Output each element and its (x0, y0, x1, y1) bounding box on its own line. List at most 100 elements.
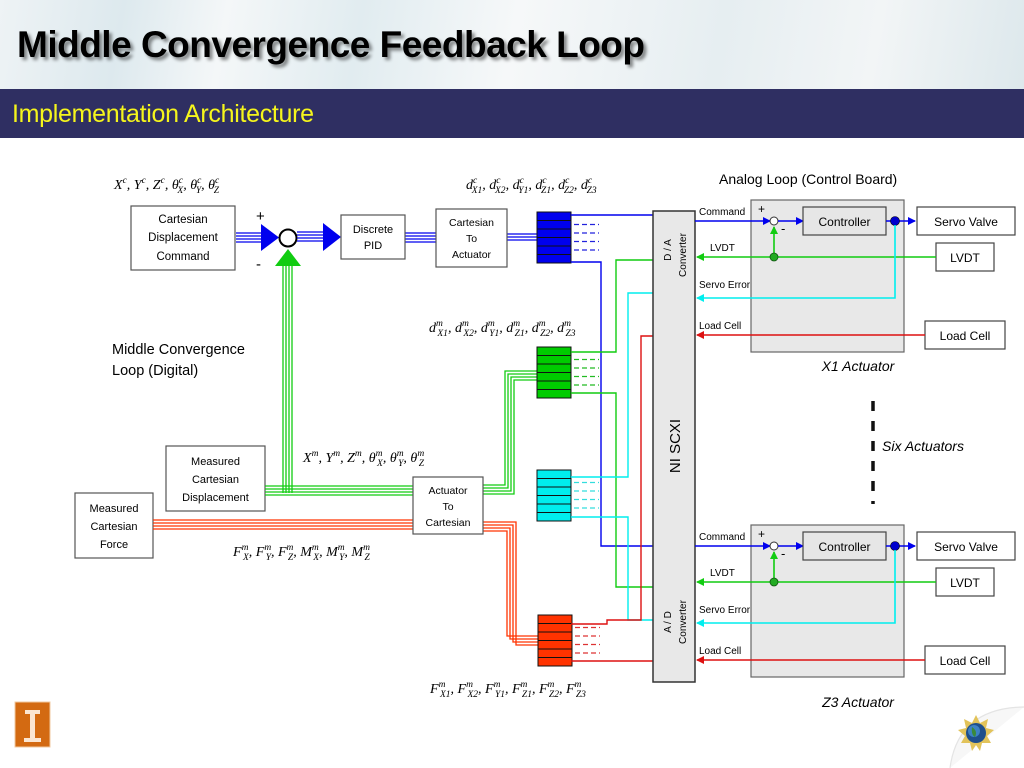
block-line: Cartesian (426, 517, 471, 529)
register-cell (537, 657, 573, 667)
register-cell (536, 503, 572, 513)
block-line: Discrete (353, 224, 393, 236)
analog-minus-sign: - (781, 221, 785, 236)
sum-minus-sign: - (256, 256, 261, 273)
university-column-logo (14, 701, 51, 748)
servo-error-signal-line (696, 225, 896, 302)
feedback-arrow-icon (275, 249, 301, 266)
block-line: Actuator (428, 485, 468, 497)
load-cell-sensor-label: Load Cell (940, 329, 991, 343)
block-line: Measured (191, 456, 240, 468)
servo-valve-block[interactable]: Servo Valve (916, 206, 1016, 236)
block-line: Cartesian (158, 214, 207, 226)
wire-blue-x1-command (571, 214, 653, 547)
command-signal-label: Command (699, 532, 745, 543)
da-converter-label: Converter (678, 232, 689, 277)
controller-block[interactable]: Controller (802, 206, 887, 236)
controller-label: Controller (818, 215, 870, 229)
servo-error-tap-node (890, 216, 900, 226)
analog-plus-sign: + (758, 202, 765, 216)
block-actuator-to-cartesian[interactable]: Actuator To Cartesian (412, 476, 484, 535)
channel-registers (536, 211, 600, 667)
middle-loop-label: Middle Convergence (112, 342, 245, 358)
block-line: Measured (90, 503, 139, 515)
servo-error-signal-label: Servo Error (699, 280, 751, 291)
globe-emblem-logo (949, 706, 1024, 768)
register-cell (536, 211, 572, 221)
block-cartesian-to-actuator[interactable]: Cartesian To Actuator (435, 208, 508, 268)
block-discrete-pid[interactable]: Discrete PID (340, 214, 406, 260)
subtitle-bar (0, 89, 1024, 138)
register-cell (536, 245, 572, 255)
load-cell-sensor-block[interactable]: Load Cell (924, 320, 1006, 350)
register-cell (536, 346, 572, 356)
bus-pid-to-c2a (405, 232, 436, 243)
lvdt-signal-label: LVDT (710, 568, 735, 579)
block-line: Cartesian (449, 217, 494, 229)
controller-block[interactable]: Controller (802, 531, 887, 561)
load-cell-signal-label: Load Cell (699, 646, 741, 657)
block-line: Force (100, 539, 128, 551)
lvdt-sensor-block[interactable]: LVDT (935, 242, 995, 272)
ad-converter-label: Converter (678, 599, 689, 644)
block-measured-cartesian-force[interactable]: Measured Cartesian Force (74, 492, 154, 559)
servo-valve-block[interactable]: Servo Valve (916, 531, 1016, 561)
register-cell (536, 478, 572, 488)
servo-valve-label: Servo Valve (934, 215, 998, 229)
analog-minus-sign: - (781, 546, 785, 561)
lvdt-tap-node (769, 252, 779, 262)
analog-summing-junction (769, 541, 779, 551)
register-cell (537, 614, 573, 624)
block-line: To (466, 233, 477, 245)
analog-plus-sign: + (758, 527, 765, 541)
plus-input-arrow-icon (261, 224, 279, 251)
register-cell (537, 631, 573, 641)
analog-summing-junction (769, 216, 779, 226)
pid-input-arrow-icon (323, 223, 341, 251)
load-cell-sensor-block[interactable]: Load Cell (924, 645, 1006, 675)
bus-a2c-to-red-register (483, 521, 538, 646)
register-lvdt-green (536, 346, 599, 399)
register-cell (537, 640, 573, 650)
register-cell (536, 228, 572, 238)
page-subtitle: Implementation Architecture (12, 100, 314, 128)
servo-error-tap-node (890, 541, 900, 551)
header-background (0, 0, 1024, 89)
summing-junction (278, 228, 298, 248)
register-servo-error-cyan (536, 469, 599, 522)
register-cell (537, 623, 573, 633)
servo-error-signal-line (696, 550, 896, 627)
register-command-blue (536, 211, 599, 264)
register-cell (536, 495, 572, 505)
middle-loop-label: Loop (Digital) (112, 363, 198, 379)
block-measured-cartesian-displacement[interactable]: Measured Cartesian Displacement (165, 445, 266, 512)
block-line: Command (156, 251, 209, 263)
ad-converter-label: A / D (663, 611, 674, 633)
bus-feedback-vertical (282, 266, 293, 493)
servo-valve-label: Servo Valve (934, 540, 998, 554)
register-cell (536, 237, 572, 247)
bus-a2c-to-green-register (483, 370, 537, 495)
lvdt-sensor-block[interactable]: LVDT (935, 567, 995, 597)
block-cartesian-displacement-command[interactable]: Cartesian Displacement Command (130, 205, 236, 271)
ni-scxi-unit[interactable]: NI SCXI D / A Converter A / D Converter (652, 210, 696, 683)
register-cell (536, 355, 572, 365)
register-cell (536, 372, 572, 382)
bus-command-to-sum (236, 232, 262, 243)
wire-red-load-cell (571, 335, 653, 662)
block-line: Actuator (452, 249, 492, 261)
actuator-name-label: X1 Actuator (821, 358, 896, 374)
lvdt-tap-node (769, 577, 779, 587)
bus-measured-force (153, 519, 413, 530)
ni-scxi-label: NI SCXI (667, 419, 684, 473)
register-load-cell-red (537, 614, 600, 667)
wire-green-lvdt (571, 259, 653, 588)
block-line: Cartesian (192, 474, 239, 486)
